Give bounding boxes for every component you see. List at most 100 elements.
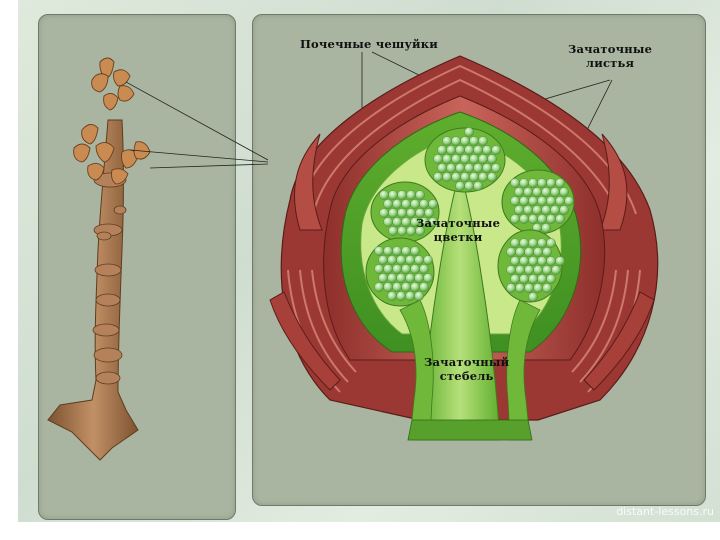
flower-ball [559,187,568,196]
flower-ball [532,187,541,196]
flower-ball [374,246,383,255]
flower-ball [542,265,551,274]
label-embryonic-stem-line2: стебель [424,369,509,383]
flower-ball [446,145,455,154]
flower-ball [510,178,519,187]
label-embryonic-flowers: Зачаточные цветки [416,216,500,244]
label-embryonic-leaves-line1: Зачаточные [568,42,652,56]
label-embryonic-flowers-line2: цветки [416,230,500,244]
flower-ball [419,282,428,291]
flower-ball [528,178,537,187]
flower-ball [537,196,546,205]
flower-ball [406,208,415,217]
flower-ball [410,264,419,273]
label-embryonic-leaves-line2: листья [568,56,652,70]
flower-ball [396,255,405,264]
flower-ball [392,217,401,226]
flower-ball [379,190,388,199]
flower-ball [387,255,396,264]
flower-ball [378,273,387,282]
flower-ball [460,154,469,163]
flower-ball [464,163,473,172]
flower-ball [482,145,491,154]
flower-ball [405,273,414,282]
flower-ball [464,181,473,190]
flower-ball [455,181,464,190]
flower-ball [524,265,533,274]
flower-ball [491,163,500,172]
flower-ball [541,187,550,196]
flower-ball [537,256,546,265]
branch [48,58,150,460]
flower-ball [551,265,560,274]
flower-ball [546,214,555,223]
flower-ball [546,256,555,265]
flower-ball [383,282,392,291]
flower-ball [487,154,496,163]
flower-ball [405,255,414,264]
flower-ball [532,205,541,214]
watermark: distant-lessons.ru [616,505,714,518]
flower-ball [524,247,533,256]
flower-ball [546,196,555,205]
flower-ball [473,163,482,172]
flower-ball [396,291,405,300]
flower-ball [541,205,550,214]
flower-ball [519,196,528,205]
flower-ball [460,136,469,145]
flower-ball [533,283,542,292]
flower-ball [388,226,397,235]
flower-ball [555,178,564,187]
flower-ball [473,181,482,190]
flower-ball [428,199,437,208]
flower-ball [433,154,442,163]
flower-ball [464,145,473,154]
flower-ball [392,199,401,208]
flower-ball [537,214,546,223]
label-bud-scales: Почечные чешуйки [300,37,438,51]
flower-ball [401,199,410,208]
flower-ball [455,145,464,154]
flower-ball [423,273,432,282]
flower-ball [383,199,392,208]
flower-ball [555,256,564,265]
flower-ball [491,145,500,154]
label-embryonic-flowers-line1: Зачаточные [416,216,500,230]
flower-ball [506,283,515,292]
flower-ball [442,136,451,145]
flower-ball [510,256,519,265]
flower-ball [383,264,392,273]
flower-ball [546,178,555,187]
flower-ball [410,199,419,208]
flower-ball [555,196,564,205]
flower-ball [405,291,414,300]
flower-ball [414,255,423,264]
flower-ball [537,238,546,247]
flower-ball [378,255,387,264]
flower-ball [524,283,533,292]
flower-ball [397,226,406,235]
flower-ball [528,238,537,247]
flower-ball [414,291,423,300]
flower-ball [455,163,464,172]
flower-ball [410,282,419,291]
flower-ball [506,247,515,256]
flower-ball [410,246,419,255]
flower-ball [519,214,528,223]
flower-ball [388,190,397,199]
flower-ball [510,238,519,247]
flower-ball [433,172,442,181]
flower-ball [542,247,551,256]
flower-ball [464,127,473,136]
flower-ball [401,246,410,255]
flower-ball [528,256,537,265]
flower-ball [469,172,478,181]
flower-ball [537,178,546,187]
flower-ball [523,205,532,214]
flower-ball [523,187,532,196]
flower-ball [442,172,451,181]
flower-ball [451,154,460,163]
flower-ball [478,154,487,163]
flower-ball [550,187,559,196]
